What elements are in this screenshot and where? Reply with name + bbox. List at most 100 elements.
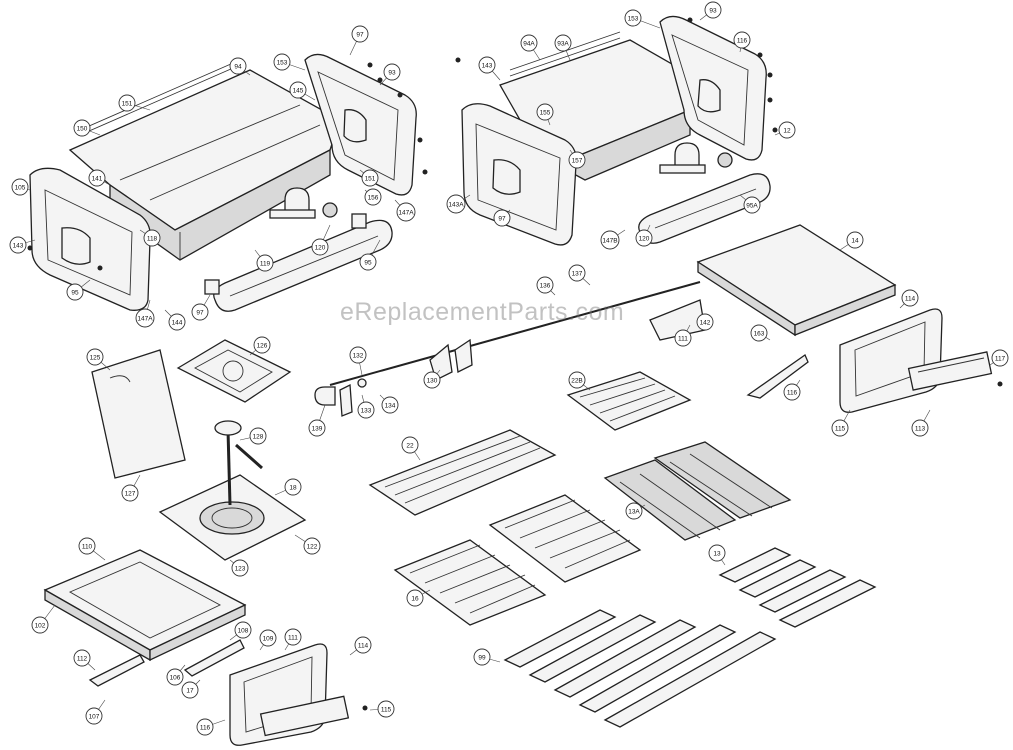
callout-93: 93 (379, 63, 401, 86)
callout-label: 95A (746, 202, 758, 209)
callout-130: 130 (423, 369, 441, 389)
callout-circle (493, 209, 511, 227)
callout-circle (311, 238, 329, 256)
right-end-cap-right (659, 15, 767, 161)
callout-circle (696, 313, 714, 331)
callout-14: 14 (839, 231, 864, 251)
callout-circle (733, 31, 751, 49)
callout-111: 111 (674, 324, 692, 347)
callout-circle (249, 427, 267, 445)
cooking-grate-left (393, 539, 547, 626)
callout-circle (11, 178, 29, 196)
callout-label: 112 (77, 655, 88, 662)
left-end-cap-left (29, 167, 151, 311)
callout-145: 145 (289, 81, 316, 101)
callout-93: 93 (699, 1, 722, 21)
callout-circle (600, 230, 620, 250)
callout-label: 93A (557, 40, 569, 47)
callout-circle (168, 313, 186, 331)
callout-120: 120 (311, 224, 331, 256)
callout-label: 143A (448, 201, 464, 208)
callout-label: 143 (13, 242, 24, 249)
callout-95a: 95A (739, 194, 761, 214)
cast-iron-grate-pair (603, 441, 792, 541)
callout-label: 109 (263, 635, 274, 642)
callout-134: 134 (379, 394, 399, 414)
callout-97: 97 (349, 25, 369, 56)
callout-circle (234, 621, 252, 639)
callout-label: 150 (77, 125, 88, 132)
callout-113: 113 (911, 409, 931, 437)
callout-108: 108 (229, 621, 252, 641)
rotisserie-spit (314, 281, 701, 417)
callout-circle (381, 396, 399, 414)
callout-label: 107 (89, 713, 100, 720)
callout-circle (351, 25, 369, 43)
left-shelf-brackets (88, 639, 245, 687)
callout-102: 102 (31, 604, 56, 634)
callout-125: 125 (86, 348, 111, 371)
callout-circle (831, 419, 849, 437)
callout-circle (536, 276, 554, 294)
callout-circle (554, 34, 572, 52)
callout-circle (86, 348, 104, 366)
callout-label: 12 (783, 127, 791, 134)
callout-circle (253, 336, 271, 354)
callout-label: 116 (200, 724, 211, 731)
callout-22: 22 (401, 436, 421, 461)
cooking-grate-center (488, 494, 642, 583)
callout-107: 107 (85, 699, 106, 725)
callout-label: 119 (260, 260, 271, 267)
callout-circle (256, 254, 274, 272)
callout-circle (901, 289, 919, 307)
callout-label: 97 (356, 31, 364, 38)
callout-116: 116 (783, 379, 801, 401)
callout-label: 94A (523, 40, 535, 47)
callout-circle (624, 9, 642, 27)
callout-label: 116 (787, 389, 798, 396)
callout-circle (357, 401, 375, 419)
callout-circle (121, 484, 139, 502)
callout-137: 137 (568, 264, 591, 286)
callout-label: 134 (385, 402, 396, 409)
callout-label: 95 (71, 289, 79, 296)
callout-label: 105 (15, 184, 26, 191)
callout-97: 97 (493, 209, 511, 227)
callout-111: 111 (284, 628, 302, 651)
callout-147a: 147A (394, 199, 416, 222)
callout-label: 120 (639, 235, 650, 242)
callout-circle (778, 121, 796, 139)
callout-circle (396, 202, 416, 222)
callout-circle (31, 616, 49, 634)
callout-115: 115 (831, 409, 851, 437)
callout-label: 127 (125, 490, 136, 497)
callout-110: 110 (78, 537, 106, 561)
left-temp-gauge-bracket (269, 187, 338, 219)
callout-circle (377, 700, 395, 718)
callout-163: 163 (750, 324, 771, 342)
callout-label: 145 (293, 87, 304, 94)
callout-circle (349, 346, 367, 364)
callout-144: 144 (164, 309, 186, 331)
callout-95: 95 (66, 279, 91, 301)
callout-128: 128 (239, 427, 267, 445)
callout-circle (166, 668, 184, 686)
callout-label: 13A (628, 508, 640, 515)
callout-label: 153 (277, 59, 288, 66)
callout-circle (73, 119, 91, 137)
callout-circle (284, 478, 302, 496)
callout-112: 112 (73, 649, 96, 671)
callout-label: 117 (995, 355, 1006, 362)
callout-circle (446, 194, 466, 214)
left-hood-handle (204, 213, 393, 312)
callout-circle (196, 718, 214, 736)
callout-label: 116 (737, 37, 748, 44)
callout-label: 139 (312, 425, 323, 432)
callout-151: 151 (359, 169, 379, 187)
callout-circle (536, 103, 554, 121)
callout-circle (520, 34, 538, 52)
callout-label: 114 (905, 295, 916, 302)
callout-133: 133 (357, 394, 375, 419)
callout-141: 141 (88, 169, 111, 187)
callout-118: 118 (139, 229, 161, 247)
